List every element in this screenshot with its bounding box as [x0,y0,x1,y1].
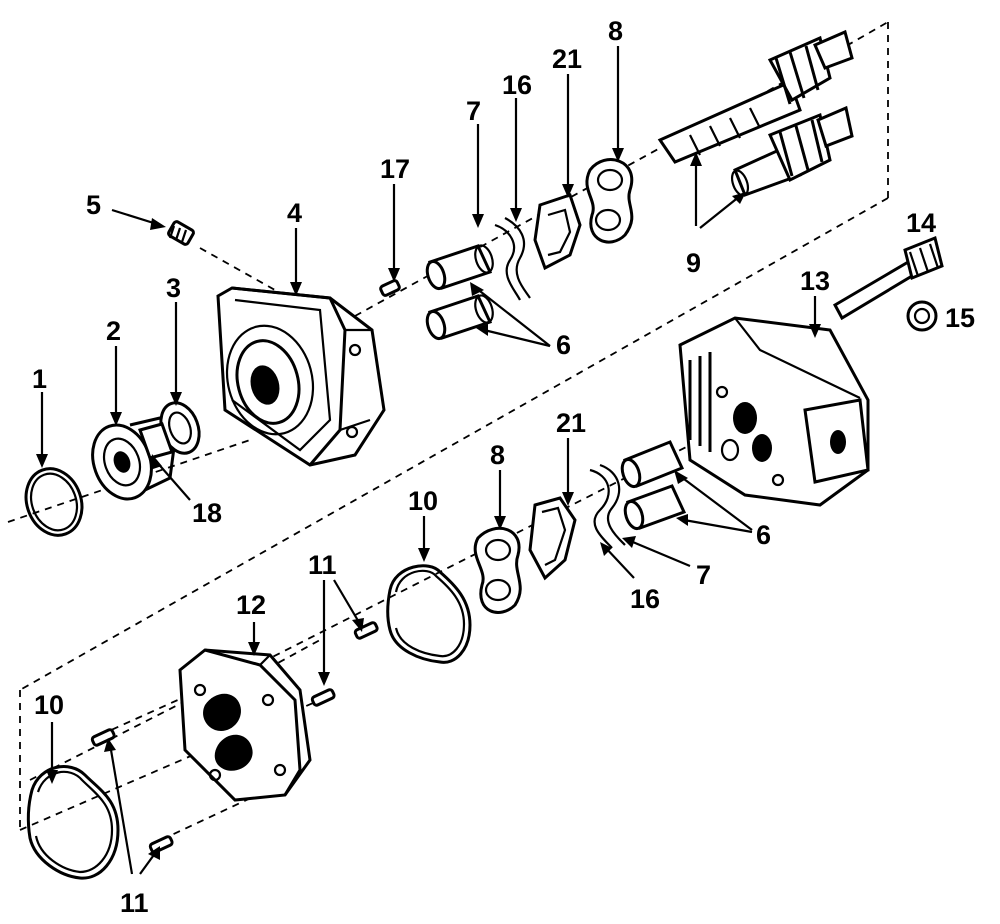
label-15: 15 [945,303,975,333]
label-7-lower: 7 [696,560,711,590]
callout-labels: 1 2 3 4 5 6 6 7 7 8 8 9 10 10 11 11 12 1… [32,16,975,918]
bushings-part-6-upper [425,244,494,341]
label-7-upper: 7 [466,96,481,126]
label-6-upper: 6 [556,330,571,360]
label-9: 9 [686,248,701,278]
gasket-part-10-middle [386,564,472,664]
wear-plate-part-8-upper [585,158,634,244]
mounting-flange-part-4 [216,286,386,467]
label-13: 13 [800,266,830,296]
label-12: 12 [236,590,266,620]
label-11-upper: 11 [308,550,337,580]
back-cover-part-12 [178,648,312,802]
leader-lines [36,46,821,875]
shaft-part-14 [832,235,944,321]
label-5: 5 [86,190,101,220]
label-16-lower: 16 [630,584,660,614]
label-2: 2 [106,316,121,346]
label-21-upper: 21 [552,44,582,74]
label-21-lower: 21 [556,408,586,438]
label-18: 18 [192,498,222,528]
washer-part-15 [906,300,938,332]
backup-gasket-part-21-upper [533,193,582,271]
gasket-part-10-left [26,765,120,880]
drive-gear-shafts-part-9 [657,29,854,197]
label-8-lower: 8 [490,440,505,470]
label-8-upper: 8 [608,16,623,46]
gaskets-part-7-16-upper [494,217,531,301]
backup-gasket-part-21-lower [528,496,577,581]
label-11-lower: 11 [120,888,149,918]
label-10-middle: 10 [408,486,438,516]
label-16-upper: 16 [502,70,532,100]
label-10-left: 10 [34,690,64,720]
bearing-part-2 [91,416,177,501]
label-6-lower: 6 [756,520,771,550]
shaft-seal-part-18 [138,422,174,460]
label-4: 4 [287,198,302,228]
dowel-pins-part-11 [90,621,379,854]
bushings-part-6-lower [620,440,687,531]
gear-housing-part-13 [678,316,870,507]
gaskets-part-7-16-lower [589,463,626,549]
label-1: 1 [32,364,47,394]
label-17: 17 [380,154,410,184]
label-3: 3 [166,273,181,303]
plug-part-5 [167,220,195,246]
label-14: 14 [906,208,936,238]
check-valve-part-17 [379,279,401,297]
o-ring-part-1 [24,467,84,537]
seal-part-3 [159,401,201,455]
wear-plate-part-8-lower [473,526,522,614]
